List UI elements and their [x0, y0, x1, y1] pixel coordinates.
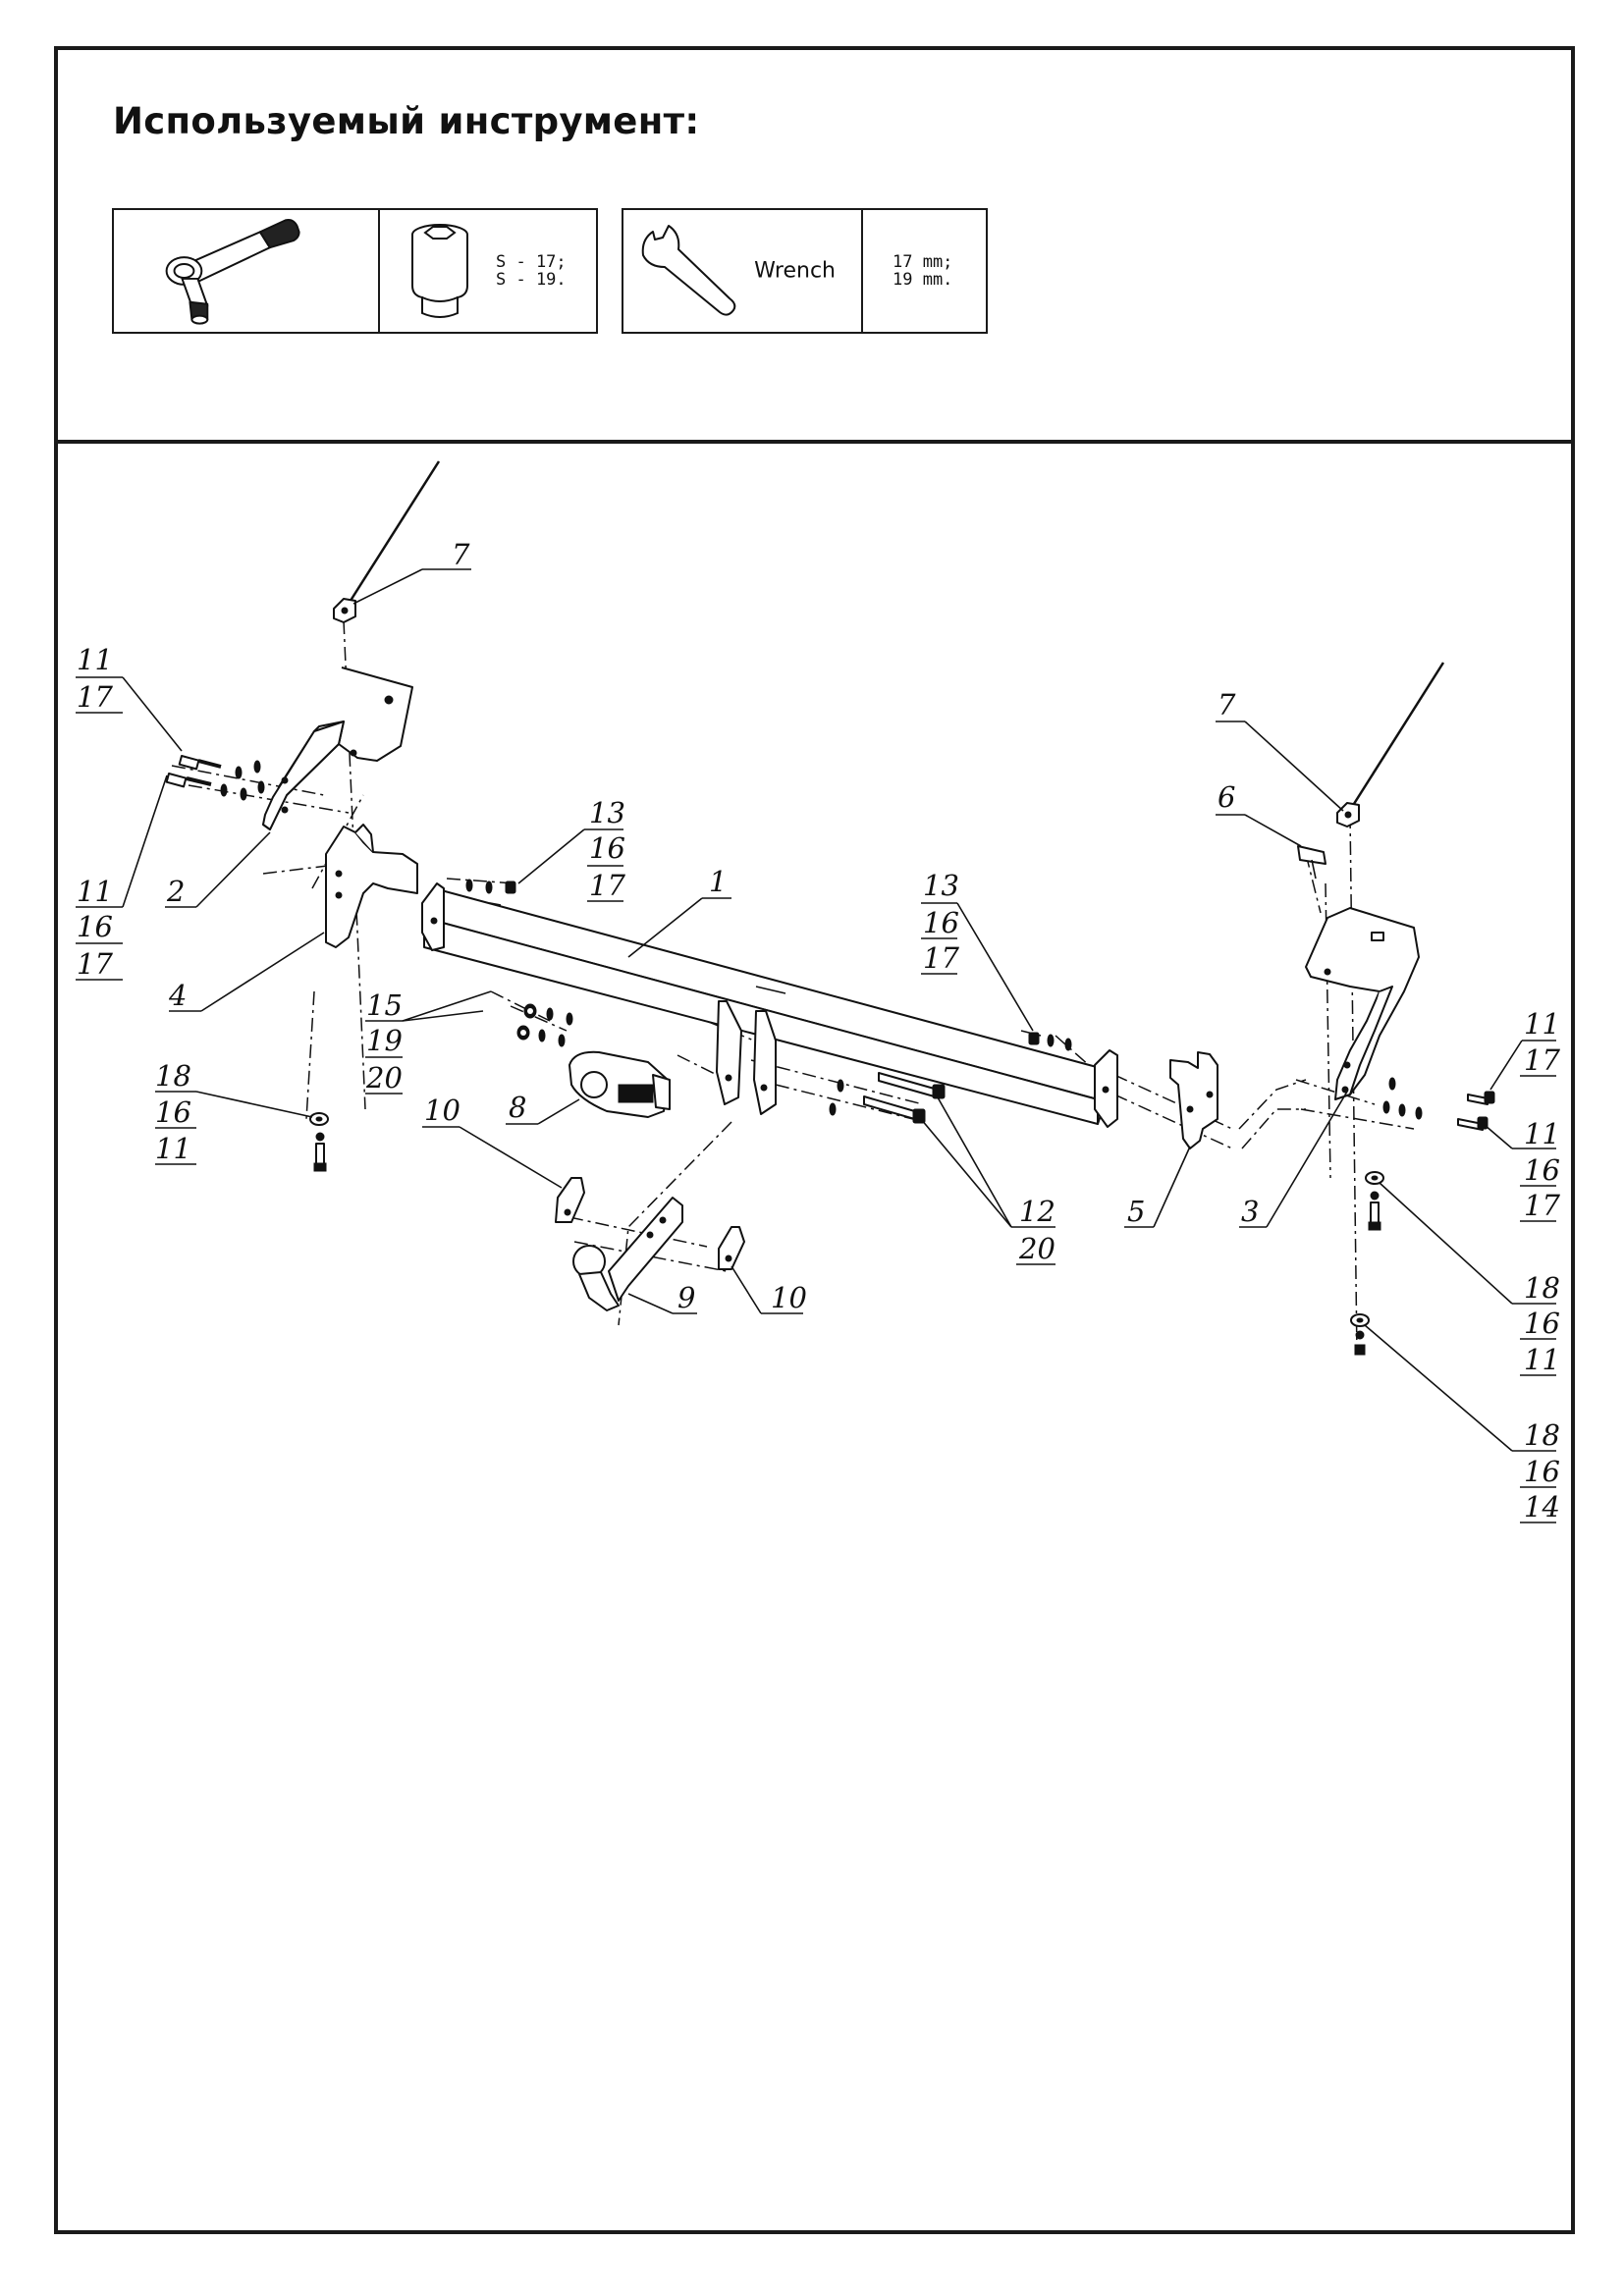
- callout-18-16-14-right: 18 16 14: [1364, 1324, 1560, 1523]
- socket-cell: S - 17; S - 19.: [380, 210, 596, 332]
- callout-label: 18: [155, 1059, 191, 1093]
- callout-label: 16: [1524, 1153, 1560, 1187]
- callouts: 7 11 17 11 16 17 2 4 13 16: [76, 538, 1560, 1523]
- callout-label: 18: [1524, 1271, 1560, 1305]
- callout-label: 20: [365, 1061, 403, 1095]
- callout-label: 16: [923, 906, 959, 939]
- callout-label: 16: [1524, 1455, 1560, 1488]
- callout-label: 5: [1127, 1195, 1145, 1228]
- callout-8: 8: [506, 1091, 580, 1125]
- callout-label: 11: [77, 643, 113, 676]
- bolts-nuts-washers: [165, 755, 1495, 1356]
- callout-label: 17: [77, 680, 113, 714]
- callout-4: 4: [168, 932, 325, 1012]
- electrical-socket: [568, 1050, 671, 1118]
- wrench-cell: Wrench: [623, 210, 863, 332]
- ball-mount-plates: [716, 1000, 777, 1115]
- callout-15-19-20: 15 19 20: [365, 988, 492, 1095]
- callout-label: 17: [77, 947, 113, 981]
- callout-7-right: 7: [1216, 688, 1344, 812]
- callout-label: 14: [1524, 1490, 1560, 1523]
- left-bracket: [262, 667, 413, 830]
- callout-13-left: 13 16 17: [517, 796, 625, 902]
- socket-sizes: S - 17; S - 19.: [496, 252, 567, 290]
- callout-label: 11: [155, 1132, 191, 1165]
- callout-label: 6: [1218, 780, 1235, 814]
- callout-label: 16: [155, 1095, 191, 1129]
- clamp-plates: [555, 1177, 745, 1270]
- stud-part: [1297, 845, 1326, 880]
- callout-6: 6: [1216, 780, 1302, 847]
- hanger-rods: [347, 460, 1445, 808]
- wrench-label: Wrench: [754, 258, 836, 284]
- callout-label: 4: [168, 979, 187, 1012]
- callout-18-16-11-right: 18 16 11: [1379, 1182, 1560, 1376]
- callout-label: 1: [709, 865, 727, 898]
- callout-label: 15: [366, 988, 403, 1022]
- callout-label: 17: [589, 869, 625, 902]
- tool-box-wrench: Wrench 17 mm; 19 mm.: [622, 208, 988, 334]
- callout-label: 2: [166, 875, 185, 908]
- callout-label: 16: [1524, 1307, 1560, 1340]
- callout-1: 1: [627, 865, 731, 958]
- callout-10-left: 10: [422, 1094, 563, 1189]
- callout-label: 16: [77, 910, 113, 943]
- callout-label: 11: [1524, 1117, 1560, 1150]
- callout-9: 9: [627, 1281, 697, 1314]
- callout-7-left: 7: [352, 538, 471, 605]
- callout-13-right: 13 16 17: [921, 869, 1034, 1032]
- right-side-plate: [1169, 1051, 1218, 1149]
- callout-label: 3: [1241, 1195, 1259, 1228]
- callout-label: 20: [1018, 1232, 1056, 1265]
- callout-2: 2: [165, 831, 271, 908]
- callout-3: 3: [1239, 1091, 1348, 1228]
- socket-icon: [411, 224, 468, 318]
- callout-10-right: 10: [731, 1265, 807, 1314]
- tow-ball-arm: [572, 1197, 683, 1311]
- ratchet-cell: [114, 210, 380, 332]
- callout-11-17-left: 11 17: [76, 643, 183, 752]
- tools-title: Используемый инструмент:: [113, 100, 700, 142]
- callout-label: 12: [1019, 1195, 1056, 1228]
- left-side-plate: [325, 824, 418, 948]
- callout-label: 7: [452, 538, 470, 571]
- callout-label: 9: [677, 1281, 695, 1314]
- callout-underlines: [76, 712, 1556, 1523]
- page-frame: [54, 46, 1575, 2234]
- callout-label: 10: [771, 1281, 807, 1314]
- wrench-icon: [641, 225, 736, 316]
- callout-11-16-17-left: 11 16 17: [76, 774, 168, 981]
- section-divider: [54, 440, 1575, 444]
- callout-5: 5: [1124, 1146, 1191, 1228]
- callout-11-17-right: 11 17: [1489, 1007, 1560, 1091]
- callout-18-16-11-left: 18 16 11: [155, 1059, 313, 1165]
- right-bracket: [1305, 907, 1420, 1100]
- callout-label: 8: [509, 1091, 526, 1124]
- callout-label: 11: [77, 875, 113, 908]
- callout-label: 11: [1524, 1007, 1560, 1041]
- callout-label: 17: [1524, 1043, 1560, 1077]
- callout-label: 19: [366, 1024, 403, 1057]
- callout-label: 16: [589, 831, 625, 865]
- callout-label: 17: [1524, 1189, 1560, 1222]
- callout-11-16-17-right: 11 16 17: [1484, 1117, 1560, 1222]
- callout-label: 11: [1524, 1343, 1560, 1376]
- callout-label: 7: [1218, 688, 1236, 721]
- wrench-sizes-cell: 17 mm; 19 mm.: [863, 210, 986, 332]
- clip-nuts: [333, 598, 1360, 828]
- callout-label: 13: [589, 796, 625, 829]
- ratchet-icon: [165, 219, 300, 325]
- callout-12-20: 12 20: [920, 1096, 1056, 1265]
- callout-label: 10: [424, 1094, 460, 1127]
- tool-box-ratchet-socket: S - 17; S - 19.: [112, 208, 598, 334]
- wrench-sizes: 17 mm; 19 mm.: [893, 252, 953, 290]
- callout-label: 13: [923, 869, 959, 902]
- callout-label: 18: [1524, 1418, 1560, 1452]
- callout-label: 17: [923, 941, 959, 975]
